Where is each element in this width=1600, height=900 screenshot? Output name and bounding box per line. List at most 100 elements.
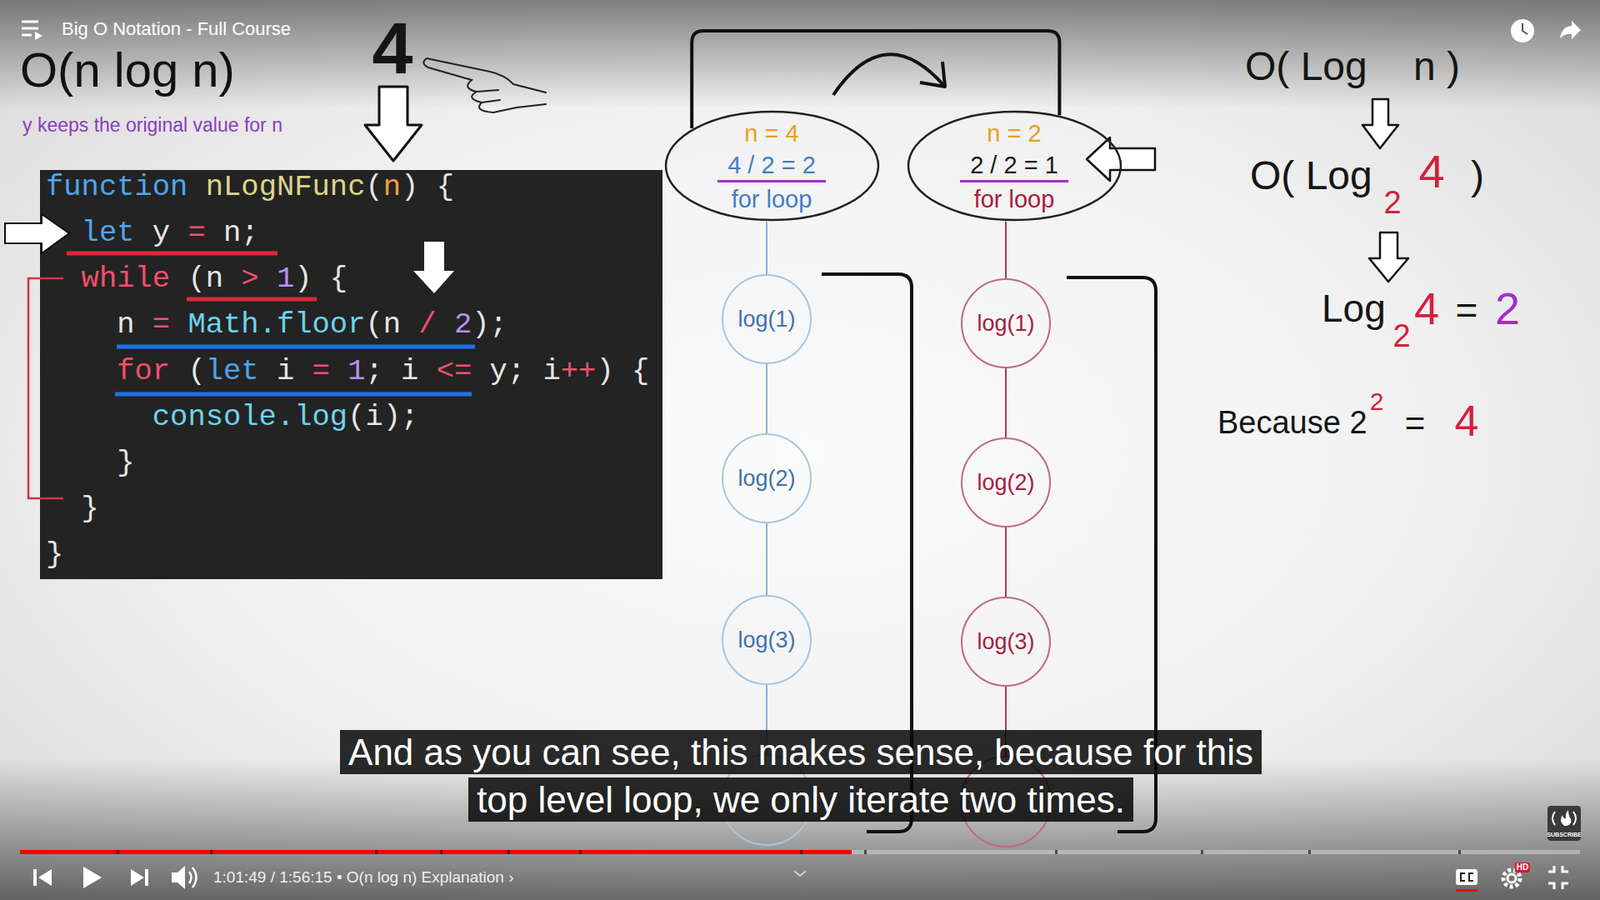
progress-played (20, 850, 852, 855)
log-circle: log(3) (721, 595, 812, 685)
chapter-gap (1055, 850, 1058, 855)
curved-arrow (833, 54, 945, 95)
code-token: ); (471, 307, 508, 342)
node-text: 2 / 2 = 1 (960, 150, 1069, 183)
logo-flame (1560, 810, 1572, 826)
node-content: n = 44 / 2 = 2for loop (717, 116, 826, 216)
formula-text: = (1405, 403, 1426, 444)
settings-icon (1503, 870, 1520, 887)
code-token: 1 (276, 261, 295, 296)
node-text: n = 2 (986, 116, 1041, 150)
code-token: = (152, 307, 170, 342)
log-circle: log(2) (960, 437, 1051, 528)
node-text: log(1) (976, 310, 1035, 337)
menu-icon (21, 21, 43, 40)
progress-track (20, 850, 1580, 855)
code-token: > (240, 261, 259, 296)
video-time: 1:01:49 / 1:56:15 • O(n log n) Explanati… (213, 868, 515, 887)
code-token: i (400, 354, 419, 389)
highlight-underline (115, 392, 472, 397)
formula-number: 4 (1418, 145, 1445, 199)
clock-icon (1510, 19, 1535, 43)
ellipse-shape (665, 111, 879, 220)
code-token: let (205, 354, 260, 389)
code-token: while (81, 261, 171, 296)
chapter-gap (800, 850, 803, 855)
chapter-gap (1308, 850, 1311, 855)
chapter-gap (375, 850, 378, 855)
code-token: function (45, 170, 188, 205)
code-token: ++ (560, 354, 597, 389)
loop-ellipse: n = 22 / 2 = 1for loop (906, 110, 1123, 222)
node-content: log(3) (976, 628, 1035, 655)
code-token: y (152, 215, 170, 250)
cc-active (1455, 889, 1478, 892)
cc-icon (1455, 869, 1478, 885)
node-text: log(1) (737, 305, 795, 333)
node-content: n = 22 / 2 = 1for loop (960, 116, 1069, 216)
pointing-hand (423, 58, 546, 113)
node-content: log(3) (737, 626, 795, 654)
node-content: log(1) (976, 310, 1035, 337)
node-text: log(2) (737, 465, 795, 492)
code-token: nLogNFunc (205, 170, 366, 205)
connector (1005, 527, 1007, 597)
channel-watermark: SUBSCRIBE (1546, 831, 1581, 839)
hd-badge: HD (1515, 862, 1530, 873)
code-line: functionnLogNFunc(n) { (45, 164, 455, 210)
code-token: = (187, 215, 205, 250)
code-token: y; (490, 354, 526, 389)
code-token: } (45, 537, 64, 572)
chevron-icon (794, 870, 806, 876)
code-line: console.log(i); (45, 394, 419, 440)
settings-icon (1507, 874, 1516, 883)
loop-ellipse: n = 44 / 2 = 2for loop (664, 110, 880, 222)
highlight-underline (66, 251, 278, 256)
next-icon (130, 869, 145, 886)
pointer-arrow (1086, 137, 1155, 181)
fullscreen-exit-icon (1548, 865, 1569, 890)
node-text: log(2) (976, 469, 1035, 496)
chapter-gap (210, 850, 213, 855)
code-token: = (312, 354, 330, 389)
clock-hand (1522, 23, 1528, 35)
log-circle: log(3) (960, 596, 1051, 687)
code-token: ; (365, 354, 383, 389)
menu-play (35, 31, 43, 40)
formula-number: 4 (1414, 282, 1440, 335)
code-line: } (45, 531, 64, 578)
formula-subscript: 2 (1383, 185, 1401, 222)
volume-icon (171, 865, 185, 890)
caption-text: And as you can see, this makes sense, be… (340, 730, 1262, 822)
share-icon (1560, 20, 1581, 40)
connector (765, 364, 768, 434)
next-icon (145, 869, 149, 886)
code-token: ( (365, 170, 383, 205)
highlight-number: 4 (372, 5, 414, 90)
chapter-gap (864, 850, 867, 855)
node-content: log(1) (737, 305, 795, 333)
channel-logo (1547, 805, 1581, 841)
chapter-gap (116, 850, 120, 855)
code-token: } (81, 491, 100, 526)
connector (1005, 368, 1007, 438)
code-token: ) (595, 354, 614, 389)
node-text: for loop (731, 182, 813, 216)
node-text: 4 / 2 = 2 (717, 150, 826, 183)
code-line: } (45, 485, 100, 532)
formula-result: 2 (1495, 282, 1520, 335)
code-line: } (45, 440, 135, 486)
cc-glyph (1460, 873, 1474, 881)
chapter-gap (507, 850, 510, 855)
connector (765, 523, 768, 595)
code-token: ) { (400, 170, 455, 205)
formula-subscript: 2 (1392, 318, 1410, 355)
code-token: / (418, 307, 436, 342)
step-arrow (1369, 232, 1409, 282)
formula-text: n ) (1413, 43, 1460, 90)
log-circle: log(2) (721, 433, 812, 524)
loop-bracket (28, 278, 64, 499)
code-token: 2 (454, 307, 472, 342)
node-text: n = 4 (744, 116, 799, 150)
code-line: while(n>1) { (45, 255, 348, 302)
